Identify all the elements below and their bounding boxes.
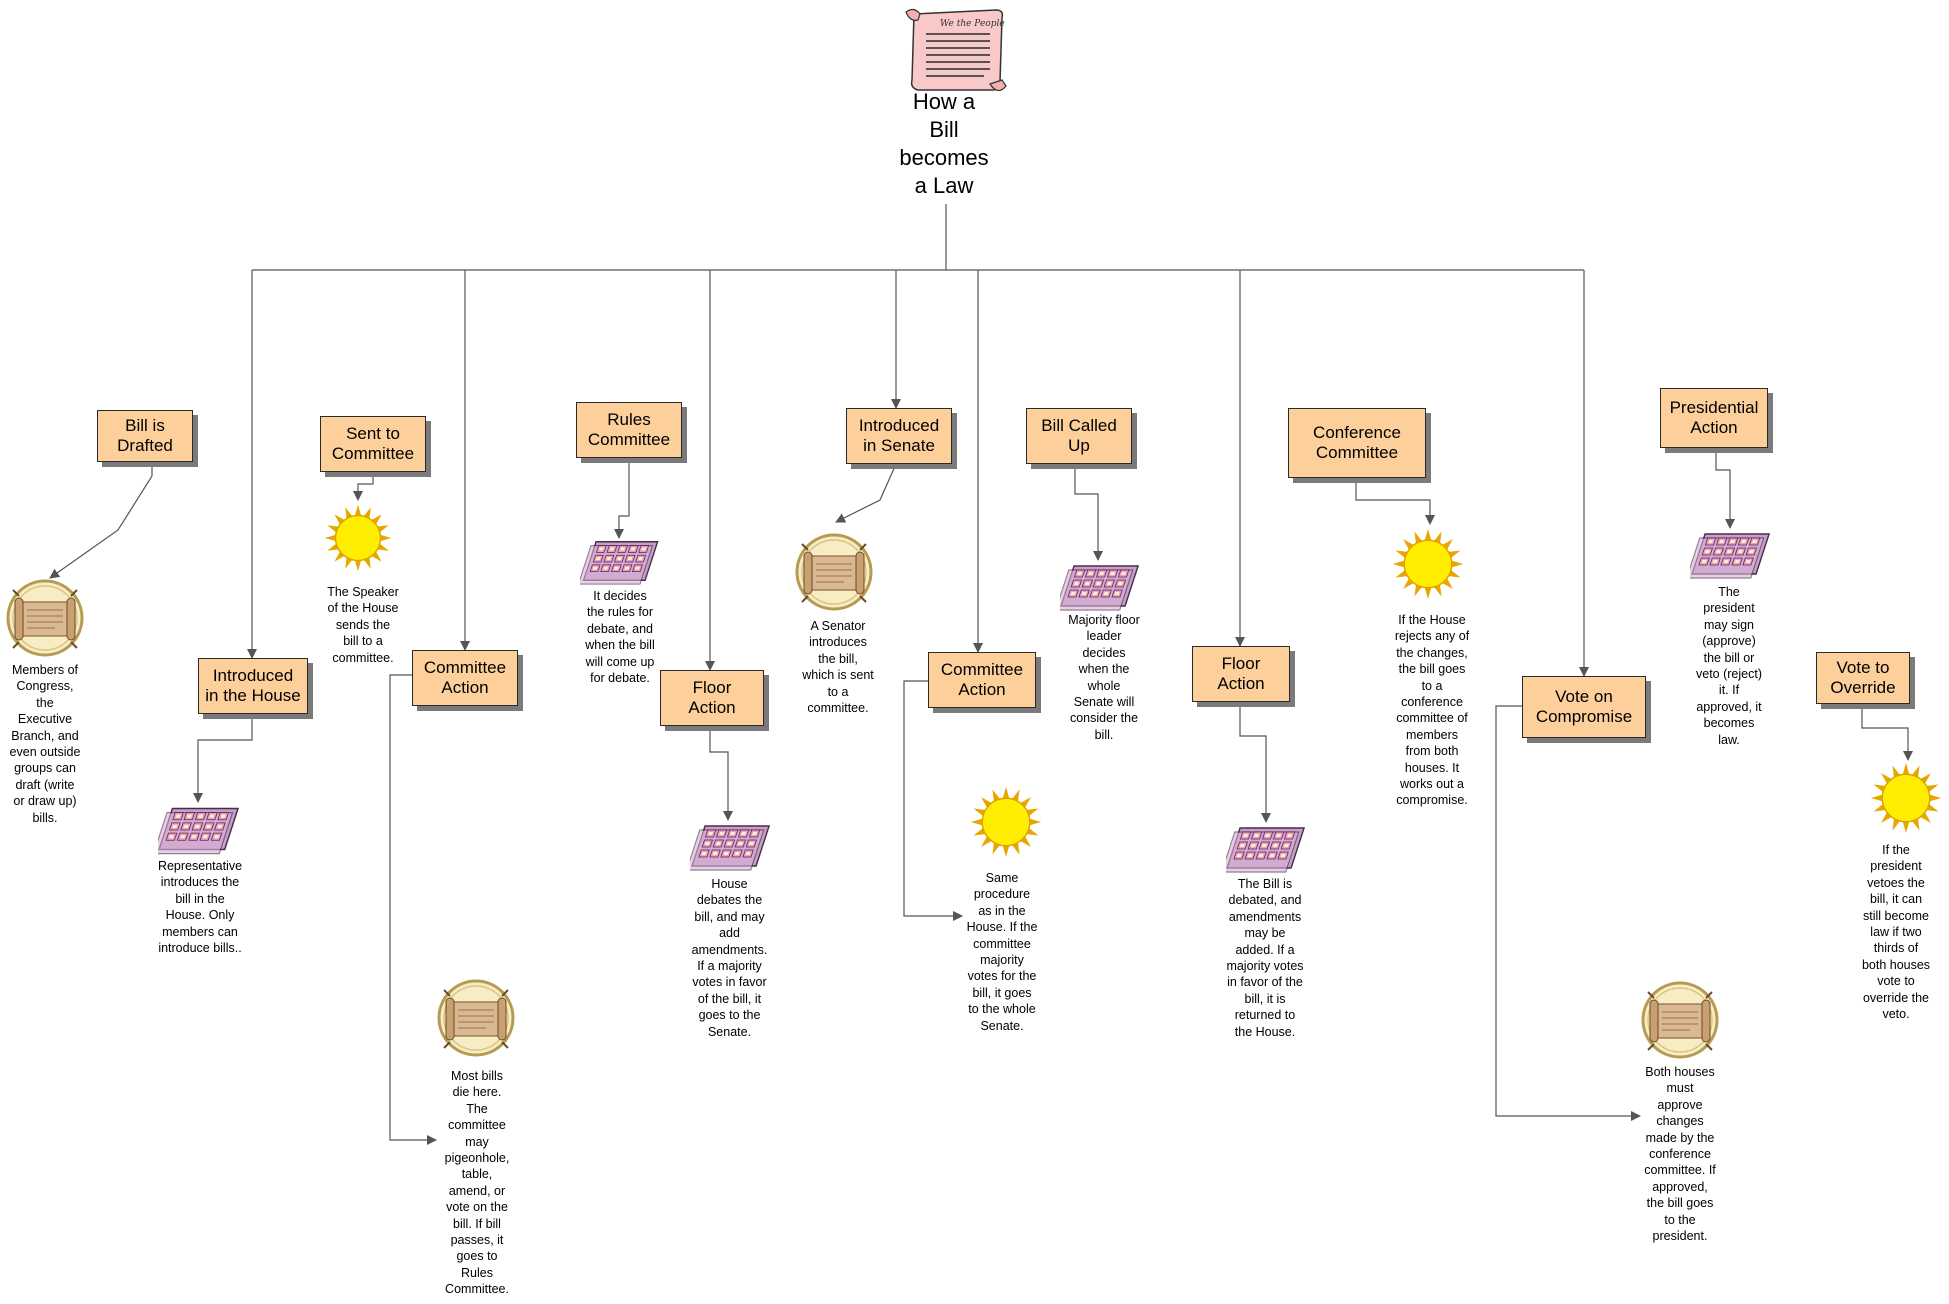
sun-icon <box>968 784 1044 865</box>
step-note-10: The Bill is debated, and amendments may … <box>1226 877 1304 1039</box>
step-box-13[interactable]: Presidential Action <box>1660 388 1768 448</box>
step-note-8: Same procedure as in the House. If the c… <box>966 871 1038 1033</box>
step-note-12: Both houses must approve changes made by… <box>1644 1065 1716 1244</box>
step-note-1: Members of Congress, the Executive Branc… <box>9 663 81 825</box>
scroll-seal-icon <box>794 532 874 617</box>
step-box-6[interactable]: Floor Action <box>660 670 764 726</box>
step-box-14[interactable]: Vote to Override <box>1816 652 1910 704</box>
step-box-12[interactable]: Vote on Compromise <box>1522 676 1646 738</box>
step-box-1[interactable]: Bill is Drafted <box>97 410 193 462</box>
step-note-6: House debates the bill, and may add amen… <box>691 877 768 1039</box>
diagram-title: How a Bill becomes a Law <box>899 89 989 198</box>
step-box-10[interactable]: Floor Action <box>1192 646 1290 702</box>
step-note-4: Most bills die here. The committee may p… <box>444 1069 510 1297</box>
sun-icon <box>1390 526 1466 607</box>
scroll-seal-icon <box>5 578 85 663</box>
step-box-5[interactable]: Rules Committee <box>576 402 682 458</box>
ballot-sheet-icon <box>1220 822 1306 879</box>
step-note-11: If the House rejects any of the changes,… <box>1394 613 1470 808</box>
step-note-7: A Senator introduces the bill, which is … <box>802 619 874 716</box>
step-box-8[interactable]: Committee Action <box>928 652 1036 708</box>
sun-icon <box>1868 760 1944 841</box>
step-note-5: It decides the rules for debate, and whe… <box>585 589 655 686</box>
step-note-2: Representative introduces the bill in th… <box>157 859 243 956</box>
step-note-3: The Speaker of the House sends the bill … <box>327 585 399 665</box>
step-box-7[interactable]: Introduced in Senate <box>846 408 952 464</box>
scroll-seal-icon <box>1640 980 1720 1065</box>
svg-text:We the People: We the People <box>940 19 1005 29</box>
step-box-4[interactable]: Committee Action <box>412 650 518 706</box>
ballot-sheet-icon <box>152 802 240 861</box>
step-note-13: The president may sign (approve) the bil… <box>1696 585 1762 747</box>
ballot-sheet-icon <box>685 820 772 877</box>
document-scroll-icon: We the People <box>905 8 1007 92</box>
step-box-3[interactable]: Sent to Committee <box>320 416 426 472</box>
scroll-seal-icon <box>436 978 516 1063</box>
step-note-9: Majority floor leader decides when the w… <box>1068 613 1140 742</box>
step-box-9[interactable]: Bill Called Up <box>1026 408 1132 464</box>
step-box-2[interactable]: Introduced in the House <box>198 658 308 714</box>
ballot-sheet-icon <box>1685 528 1772 585</box>
step-box-11[interactable]: Conference Committee <box>1288 408 1426 478</box>
ballot-sheet-icon <box>1054 560 1140 617</box>
step-note-14: If the president vetoes the bill, it can… <box>1861 843 1931 1022</box>
ballot-sheet-icon <box>577 536 662 591</box>
sun-icon <box>320 502 396 579</box>
